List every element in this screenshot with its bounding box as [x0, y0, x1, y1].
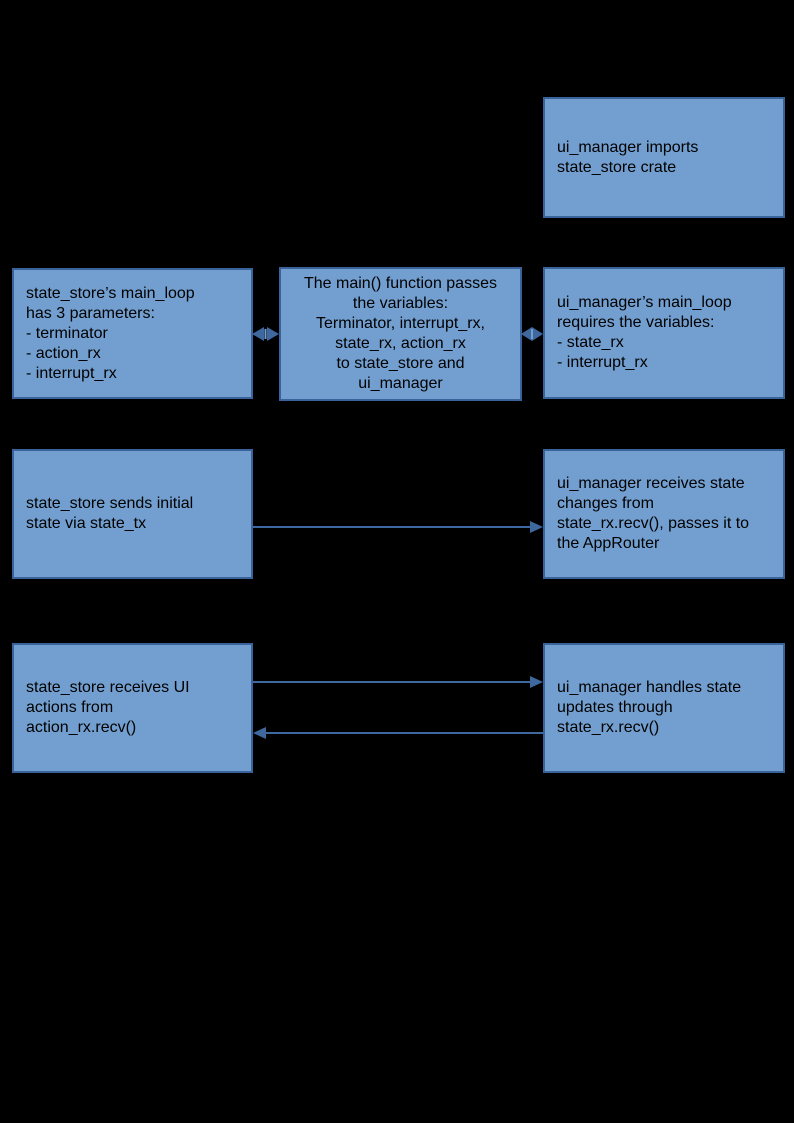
node-state-store-sends-initial: state_store sends initial state via stat… [12, 449, 253, 579]
node-state-store-main-loop-params: state_store’s main_loop has 3 parameters… [12, 268, 253, 399]
node-ui-manager-imports: ui_manager imports state_store crate [543, 97, 785, 218]
node-ui-manager-handles-updates: ui_manager handles state updates through… [543, 643, 785, 773]
arrow-state-updates-icon [253, 676, 543, 688]
node-ui-manager-imports-text: ui_manager imports state_store crate [557, 138, 699, 176]
node-state-store-receives-actions: state_store receives UI actions from act… [12, 643, 253, 773]
node-ui-manager-handles-updates-text: ui_manager handles state updates through… [557, 679, 742, 736]
double-arrow-state-store-main-icon [252, 327, 279, 341]
arrow-initial-state-icon [253, 521, 543, 533]
node-ui-manager-receives-state: ui_manager receives state changes from s… [543, 449, 785, 579]
node-state-store-receives-actions-text: state_store receives UI actions from act… [26, 679, 190, 736]
arrow-ui-actions-icon [253, 727, 543, 739]
double-arrow-main-ui-manager-icon [521, 327, 543, 341]
node-main-function-passes: The main() function passes the variables… [279, 267, 522, 401]
node-ui-manager-main-loop-params: ui_manager’s main_loop requires the vari… [543, 267, 785, 399]
node-ui-manager-main-loop-params-text: ui_manager’s main_loop requires the vari… [557, 294, 732, 371]
node-state-store-main-loop-params-text: state_store’s main_loop has 3 parameters… [26, 284, 195, 382]
node-state-store-sends-initial-text: state_store sends initial state via stat… [26, 495, 194, 532]
node-main-function-passes-text: The main() function passes the variables… [304, 275, 497, 392]
node-ui-manager-receives-state-text: ui_manager receives state changes from s… [557, 475, 750, 552]
